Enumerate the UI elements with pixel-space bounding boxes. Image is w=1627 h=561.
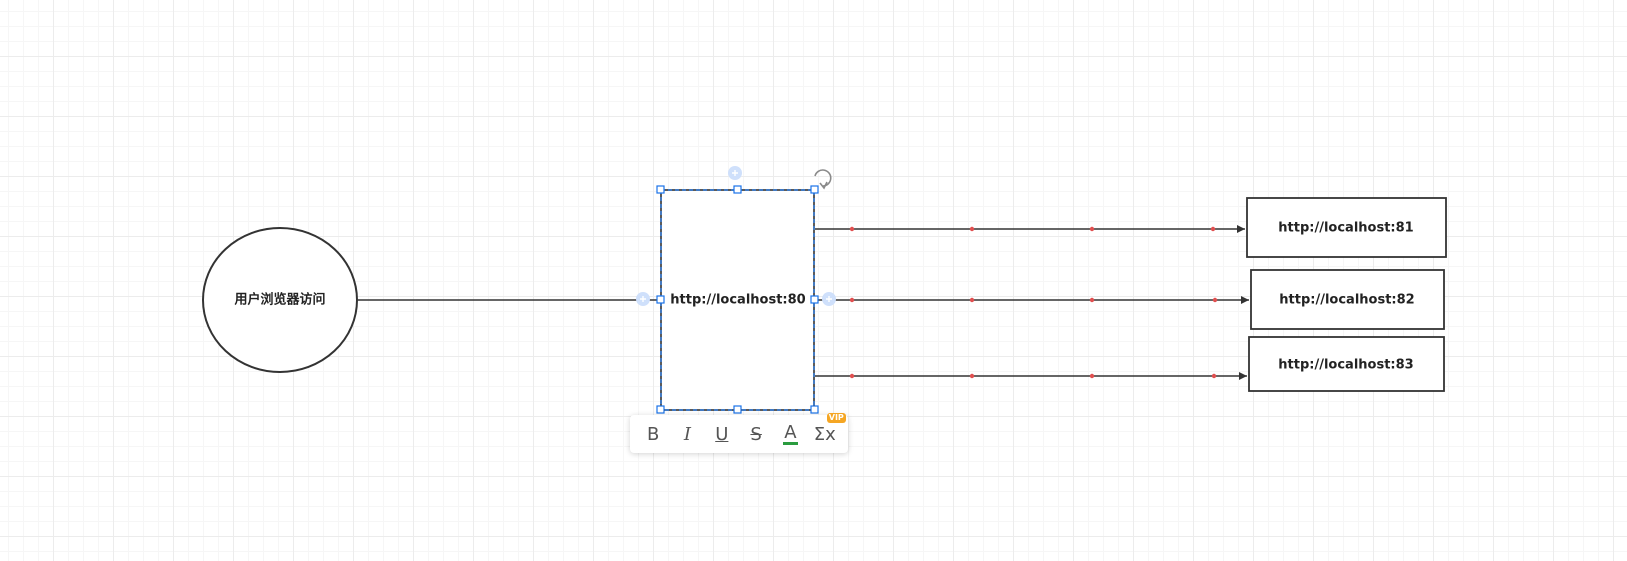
- node-browser-label: 用户浏览器访问: [233, 292, 325, 308]
- edge-waypoint[interactable]: [849, 373, 855, 379]
- edge-waypoint[interactable]: [1210, 226, 1216, 232]
- quick-connect-right[interactable]: [822, 292, 836, 306]
- quick-connect-top[interactable]: [728, 166, 742, 180]
- resize-handles[interactable]: [656, 185, 819, 414]
- node-server1-label: http://localhost:81: [1278, 221, 1413, 236]
- edge-waypoint[interactable]: [1212, 297, 1218, 303]
- edge-waypoint[interactable]: [1089, 373, 1095, 379]
- italic-icon: I: [683, 423, 692, 445]
- font-color-button[interactable]: A: [775, 419, 805, 449]
- edge-waypoint[interactable]: [1089, 226, 1095, 232]
- resize-handle-left[interactable]: [656, 295, 665, 304]
- edge-waypoint[interactable]: [849, 226, 855, 232]
- text-format-toolbar: B I U S A Σx VIP: [630, 413, 848, 453]
- resize-handle-bottom-right[interactable]: [810, 405, 819, 414]
- node-proxy[interactable]: http://localhost:80: [660, 189, 815, 411]
- resize-handle-right[interactable]: [810, 295, 819, 304]
- rotate-icon[interactable]: [814, 169, 832, 190]
- strikethrough-icon: S: [750, 423, 762, 445]
- node-server1[interactable]: http://localhost:81: [1246, 197, 1447, 258]
- formula-icon: Σx: [813, 423, 836, 445]
- formula-button[interactable]: Σx VIP: [810, 413, 846, 449]
- vip-badge: VIP: [826, 413, 846, 423]
- edge-waypoint[interactable]: [849, 297, 855, 303]
- underline-icon: U: [715, 423, 729, 445]
- node-server2[interactable]: http://localhost:82: [1250, 269, 1445, 330]
- edge-proxy-to-server2[interactable]: [815, 296, 1249, 304]
- edge-waypoint[interactable]: [1211, 373, 1217, 379]
- bold-button[interactable]: B: [638, 419, 668, 449]
- quick-connect-handles[interactable]: [636, 166, 836, 306]
- resize-handle-top-left[interactable]: [656, 185, 665, 194]
- node-server3[interactable]: http://localhost:83: [1248, 336, 1445, 392]
- resize-handle-bottom-left[interactable]: [656, 405, 665, 414]
- edge-waypoint[interactable]: [969, 373, 975, 379]
- bold-icon: B: [646, 423, 660, 445]
- resize-handle-bottom[interactable]: [733, 405, 742, 414]
- node-browser[interactable]: 用户浏览器访问: [202, 227, 358, 373]
- underline-button[interactable]: U: [707, 419, 737, 449]
- edge-proxy-to-server3[interactable]: [815, 372, 1247, 380]
- node-server3-label: http://localhost:83: [1278, 358, 1413, 373]
- edge-waypoint[interactable]: [969, 226, 975, 232]
- edge-waypoint[interactable]: [969, 297, 975, 303]
- font-color-icon: A: [783, 421, 798, 445]
- quick-connect-left[interactable]: [636, 292, 650, 306]
- edge-waypoint[interactable]: [1089, 297, 1095, 303]
- resize-handle-top[interactable]: [733, 185, 742, 194]
- node-server2-label: http://localhost:82: [1279, 293, 1414, 308]
- strikethrough-button[interactable]: S: [741, 419, 771, 449]
- italic-button[interactable]: I: [672, 419, 702, 449]
- node-proxy-label: http://localhost:80: [670, 293, 805, 308]
- edge-proxy-to-server1[interactable]: [815, 225, 1245, 233]
- resize-handle-top-right[interactable]: [810, 185, 819, 194]
